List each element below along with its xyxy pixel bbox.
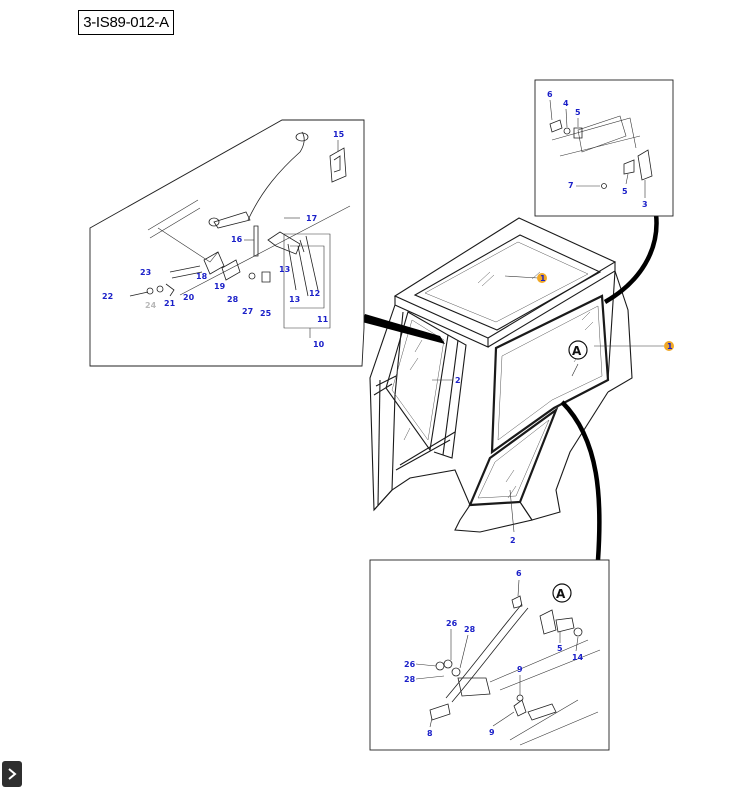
svg-text:A: A <box>572 344 582 358</box>
svg-text:15: 15 <box>333 130 345 139</box>
svg-text:A: A <box>556 587 566 601</box>
svg-text:18: 18 <box>196 272 208 281</box>
svg-text:1: 1 <box>540 274 546 283</box>
svg-text:9: 9 <box>517 665 523 674</box>
svg-text:12: 12 <box>309 289 320 298</box>
svg-text:25: 25 <box>260 309 272 318</box>
svg-text:28: 28 <box>404 675 416 684</box>
svg-text:1: 1 <box>667 342 673 351</box>
svg-text:27: 27 <box>242 307 253 316</box>
svg-text:6: 6 <box>516 569 522 578</box>
detail-a-reference-box <box>552 583 572 603</box>
callout-marker <box>537 273 547 283</box>
svg-text:26: 26 <box>404 660 416 669</box>
detail-box-window-hinge <box>534 79 674 217</box>
svg-text:11: 11 <box>317 315 329 324</box>
svg-text:3: 3 <box>642 200 648 209</box>
detail-box-window-latch-labels: 15 17 16 13 13 12 11 10 23 18 19 20 22 2… <box>102 130 345 349</box>
callout-marker <box>664 341 674 351</box>
svg-text:24: 24 <box>145 301 157 310</box>
svg-text:7: 7 <box>568 181 574 190</box>
svg-text:28: 28 <box>464 625 476 634</box>
svg-text:28: 28 <box>227 295 239 304</box>
detail-box-window-latch <box>89 119 365 367</box>
detail-connectors <box>362 213 659 561</box>
cab-callouts: 1 1 2 2 A <box>432 273 674 545</box>
detail-a-reference <box>568 340 588 360</box>
svg-text:13: 13 <box>279 265 290 274</box>
cab-frame <box>369 217 633 533</box>
svg-text:26: 26 <box>446 619 458 628</box>
svg-text:5: 5 <box>557 644 563 653</box>
svg-text:22: 22 <box>102 292 113 301</box>
svg-text:19: 19 <box>214 282 226 291</box>
detail-box-door-check-labels: 6 26 28 26 28 5 14 9 9 8 <box>404 569 584 738</box>
expand-panel-button[interactable] <box>2 761 22 787</box>
svg-text:6: 6 <box>547 90 553 99</box>
chevron-right-icon <box>8 768 17 780</box>
svg-text:9: 9 <box>489 728 495 737</box>
svg-text:2: 2 <box>455 376 461 385</box>
detail-box-window-hinge-labels: 6 4 5 7 5 3 <box>547 90 648 209</box>
svg-text:10: 10 <box>313 340 325 349</box>
svg-text:2: 2 <box>510 536 516 545</box>
svg-text:20: 20 <box>183 293 195 302</box>
svg-text:23: 23 <box>140 268 151 277</box>
svg-text:21: 21 <box>164 299 176 308</box>
svg-text:8: 8 <box>427 729 433 738</box>
svg-text:14: 14 <box>572 653 584 662</box>
svg-text:17: 17 <box>306 214 317 223</box>
diagram-id-box: 3-IS89-012-A <box>78 10 174 35</box>
svg-text:5: 5 <box>575 108 581 117</box>
detail-box-door-check: A <box>369 559 610 751</box>
svg-text:13: 13 <box>289 295 300 304</box>
svg-text:16: 16 <box>231 235 243 244</box>
svg-text:5: 5 <box>622 187 628 196</box>
svg-text:4: 4 <box>563 99 569 108</box>
